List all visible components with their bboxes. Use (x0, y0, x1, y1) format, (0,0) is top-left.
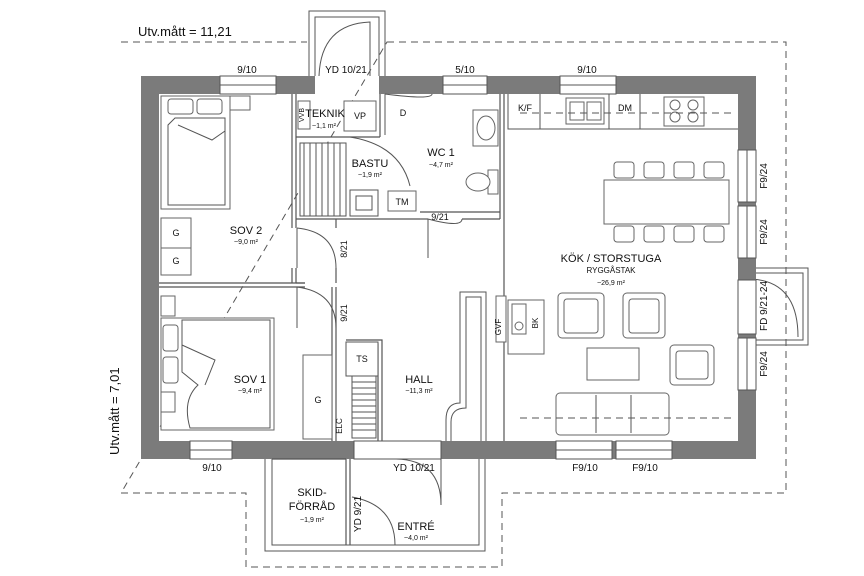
door-yd-bottom-swing (395, 458, 442, 506)
door-bastu-swing (349, 136, 411, 187)
window-label-right-1: F9/24 (759, 163, 770, 189)
kitchen-counter (507, 94, 738, 130)
window-label-bottom: 9/10 (202, 463, 222, 474)
bed-sov1 (160, 295, 275, 431)
bed-sov2 (160, 95, 251, 210)
door-8-21-swing (296, 227, 337, 269)
room-name-kok: KÖK / STORSTUGA (561, 253, 662, 265)
fixture-kf: K/F (518, 103, 533, 113)
room-name-teknik: TEKNIK (305, 108, 345, 120)
fixture-dm: DM (618, 103, 632, 113)
fixture-g-sov2-1: G (172, 228, 179, 238)
window-gaps (189, 75, 757, 460)
room-name-hall: HALL (405, 374, 433, 386)
fixture-d: D (400, 108, 407, 118)
fixture-tm: TM (396, 197, 409, 207)
room-area-bastu: ~1,9 m² (358, 172, 383, 179)
window-label-right-3: F9/24 (759, 351, 770, 377)
bottom-porch (264, 459, 486, 552)
door-label-entre: YD 9/21 (353, 495, 364, 532)
room-area-skid: ~1,9 m² (300, 517, 325, 524)
door-label-top-yd: YD 10/21 (325, 65, 367, 76)
top-porch (308, 10, 386, 76)
door-label-9-21-sov1: 9/21 (339, 304, 349, 322)
window-label-top-left: 9/10 (237, 65, 257, 76)
room-name-wc: WC 1 (427, 147, 455, 159)
wc-fixtures (387, 109, 499, 212)
fixture-g-sov2-2: G (172, 256, 179, 266)
room-name-sov2: SOV 2 (230, 225, 262, 237)
fireplace (495, 295, 545, 355)
window-glazing-lines (190, 84, 748, 451)
window-label-top-mid: 5/10 (455, 65, 475, 76)
door-label-bottom-yd: YD 10/21 (393, 463, 435, 474)
room-area-hall: ~11,3 m² (405, 388, 433, 395)
room-name-skid-1: SKID- (297, 487, 327, 499)
fixture-gvf: GVF (494, 319, 503, 336)
right-stoop-inner (752, 272, 804, 341)
fixture-ts: TS (356, 354, 368, 364)
door-wc-swing (427, 218, 463, 258)
room-name-bastu: BASTU (352, 158, 389, 170)
fd-door-swing (751, 278, 799, 338)
hall-bench (445, 291, 487, 441)
door-label-wc: 9/21 (431, 212, 449, 222)
room-name-skid-2: FÖRRÅD (289, 500, 336, 513)
fixture-g-sov1: G (314, 395, 321, 405)
room-area-sov2: ~9,0 m² (234, 239, 259, 246)
dining-set (603, 161, 730, 243)
vp-unit (343, 100, 377, 132)
fixture-bk: BK (531, 317, 540, 328)
room-sub-kok: RYGGÅSTAK (586, 266, 636, 275)
closets-sov2 (160, 217, 192, 276)
room-area-entre: ~4,0 m² (404, 535, 429, 542)
door-right-fd (737, 279, 757, 335)
fixture-vvb: VVB (299, 108, 306, 122)
fixture-elc: ELC (335, 418, 344, 434)
right-stoop (752, 267, 809, 346)
width-dimension-label: Utv.mått = 11,21 (138, 24, 232, 39)
room-name-sov1: SOV 1 (234, 374, 266, 386)
hall-wardrobe (345, 341, 379, 439)
top-door-swing (318, 21, 371, 77)
door-bottom-yd (353, 440, 442, 460)
window-label-top-right: 9/10 (577, 65, 597, 76)
room-name-entre: ENTRÉ (397, 520, 434, 533)
room-area-wc: ~4,7 m² (429, 162, 454, 169)
room-area-kok: ~26,9 m² (597, 280, 625, 287)
door-9-21-sov1-swing (296, 286, 337, 329)
fixture-vp: VP (354, 111, 366, 121)
room-area-sov1: ~9,4 m² (238, 388, 263, 395)
door-wc-top-swing (384, 93, 433, 98)
height-dimension-label: Utv.mått = 7,01 (107, 367, 122, 455)
sauna-bench (299, 142, 379, 217)
top-porch-inner (314, 16, 380, 76)
outer-dimension-outline-path (120, 41, 787, 568)
door-skid-swing (351, 496, 396, 546)
window-label-right-2: F9/24 (759, 219, 770, 245)
closet-sov1 (302, 354, 333, 440)
vvb-unit (297, 100, 311, 130)
window-label-f-a: F9/10 (572, 463, 598, 474)
room-area-teknik: ~1,1 m² (312, 123, 337, 130)
door-label-8-21: 8/21 (339, 240, 349, 258)
door-label-right-fd: FD 9/21-24 (759, 281, 770, 331)
window-label-f-b: F9/10 (632, 463, 658, 474)
door-swings (296, 93, 463, 546)
living-room-furniture (555, 292, 715, 436)
